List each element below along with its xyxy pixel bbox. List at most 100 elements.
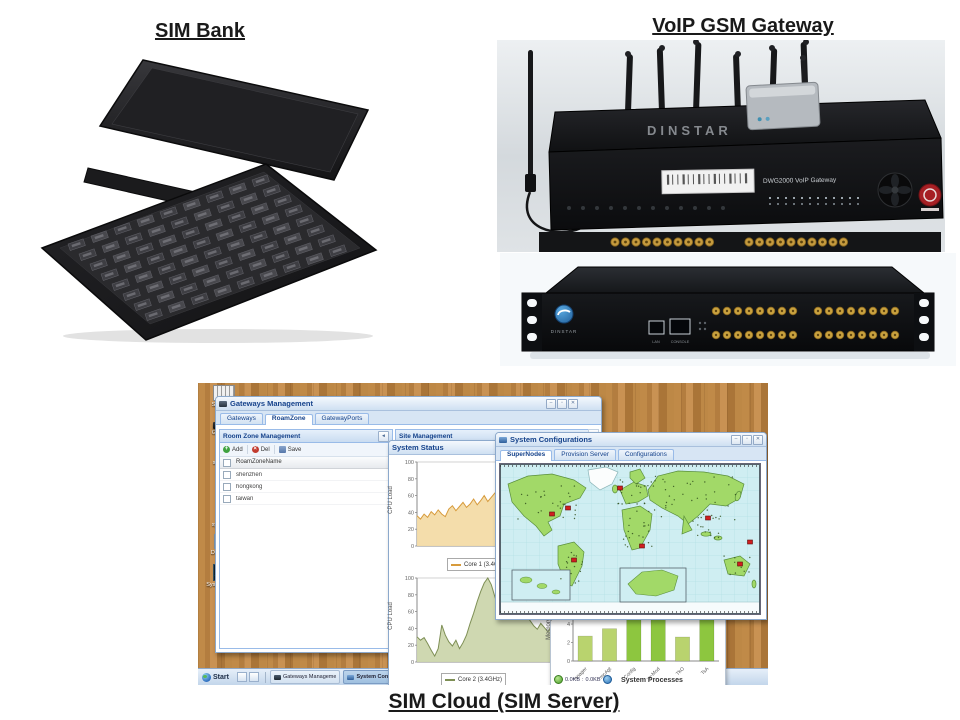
sim-cloud-title: SIM Cloud (SIM Server) (388, 690, 620, 713)
rack-sma-connectors (711, 306, 900, 340)
panel-title: Site Management (399, 432, 453, 440)
delete-icon: × (251, 446, 259, 453)
svg-text:40: 40 (408, 510, 414, 516)
voip-gsm-gateway-photo: DINSTAR DWG2000 VoIP Gateway (497, 39, 945, 252)
tab-gatewayports[interactable]: GatewayPorts (314, 413, 370, 424)
window-titlebar[interactable]: Gateways Management – ▫ ✕ (216, 397, 601, 411)
roamzone-cell: shenzhen (236, 471, 263, 478)
window-icon (219, 400, 227, 407)
sim-cloud-screenshot: SimBanks Gateways sysUsers smLog sysConf… (198, 383, 768, 685)
start-globe-icon (202, 672, 211, 682)
svg-text:4: 4 (567, 622, 570, 628)
save-button[interactable]: Save (287, 446, 302, 453)
rack-gateway-photo: DINSTAR LAN CONSOLE (500, 253, 956, 366)
add-icon: + (223, 446, 230, 453)
start-button[interactable]: Start (202, 672, 229, 682)
mounting-ears (522, 293, 934, 351)
table-row[interactable]: hongkong (220, 481, 392, 493)
config-task-icon (347, 674, 355, 680)
start-label: Start (213, 673, 229, 681)
city-dots (517, 475, 751, 584)
close-button[interactable]: ✕ (753, 434, 763, 445)
minimize-button[interactable]: – (731, 434, 741, 445)
core1-swatch (451, 563, 461, 566)
svg-text:100: 100 (405, 576, 414, 582)
map-insets (511, 567, 687, 603)
gateway-device-illustration: DINSTAR DWG2000 VoIP Gateway (525, 39, 944, 252)
sim-bank-title: SIM Bank (154, 20, 246, 42)
tab-supernodes[interactable]: SuperNodes (500, 450, 553, 461)
window-title: System Configurations (510, 435, 593, 444)
svg-text:40: 40 (408, 626, 414, 632)
row-checkbox[interactable] (223, 470, 231, 479)
separator: : (581, 676, 584, 683)
room-zone-toolbar: + Add × Del Save (220, 443, 392, 457)
quicklaunch-icon[interactable] (236, 672, 247, 682)
taskbar-item-gateways-management[interactable]: Gateways Manageme (269, 670, 341, 684)
tab-provision-server[interactable]: Provision Server (554, 449, 616, 460)
led-indicators (567, 197, 859, 210)
minimize-button[interactable]: – (546, 398, 556, 409)
row-checkbox[interactable] (223, 494, 231, 503)
sma-connectors (610, 237, 849, 247)
gateways-tabbar: Gateways RoamZone GatewayPorts (216, 411, 601, 425)
dinstar-badge-icon (918, 183, 942, 211)
world-map[interactable] (499, 463, 761, 615)
window-controls: – ▫ ✕ (545, 398, 578, 409)
svg-text:20: 20 (408, 643, 414, 649)
core2-legend: Core 2 (3.4GHz) (441, 673, 507, 685)
svg-text:60: 60 (408, 494, 414, 500)
tab-gateways[interactable]: Gateways (220, 413, 263, 424)
table-row[interactable]: taiwan (220, 493, 392, 505)
dinstar-brand-text: DINSTAR (647, 123, 732, 138)
refresh-icon[interactable] (602, 675, 612, 684)
window-title: Gateways Management (230, 399, 313, 408)
collapse-panel-button[interactable]: ◂ (378, 430, 389, 442)
tab-roamzone[interactable]: RoamZone (264, 414, 313, 425)
svg-text:TsA: TsA (700, 666, 711, 677)
window-titlebar[interactable]: System Configurations – ▫ ✕ (496, 433, 766, 447)
rack-brand-text: DINSTAR (551, 329, 577, 334)
svg-text:80: 80 (408, 593, 414, 599)
maximize-button[interactable]: ▫ (557, 398, 567, 409)
show-desktop-icon[interactable] (248, 672, 259, 682)
svg-text:0: 0 (411, 660, 414, 666)
panel-title: Room Zone Management (223, 432, 301, 440)
save-icon (278, 446, 286, 453)
task-label: System Configurat... (356, 674, 410, 680)
core1-legend-label: Core 1 (3.4GHz) (464, 561, 509, 568)
console-port-label: CONSOLE (671, 340, 690, 344)
column-roamzonename[interactable]: RoamZoneName (234, 457, 392, 468)
table-row[interactable]: shenzhen (220, 469, 392, 481)
core2-legend-label: Core 2 (3.4GHz) (458, 676, 503, 683)
row-checkbox[interactable] (223, 482, 231, 491)
svg-text:0: 0 (411, 544, 414, 550)
del-button[interactable]: Del (260, 446, 270, 453)
gateway-task-icon (273, 674, 281, 680)
window-title: System Status (392, 443, 444, 452)
fan-icon (877, 172, 913, 208)
sim-bank-photo (28, 52, 388, 344)
gateway-model-text: DWG2000 VoIP Gateway (763, 177, 837, 185)
roamzone-cell: hongkong (236, 483, 263, 490)
sim-bank-device-illustration (40, 59, 378, 343)
svg-text:0: 0 (567, 659, 570, 665)
roamzone-cell: taiwan (236, 495, 254, 502)
add-button[interactable]: Add (232, 446, 243, 453)
select-all-checkbox[interactable] (223, 458, 231, 467)
svg-text:2: 2 (567, 641, 570, 647)
close-button[interactable]: ✕ (568, 398, 578, 409)
continents (507, 466, 757, 589)
core2-swatch (445, 678, 455, 681)
svg-text:TkO: TkO (675, 666, 686, 677)
svg-text:20: 20 (408, 527, 414, 533)
net-up-value: 0.0KB (565, 676, 580, 683)
tab-configurations[interactable]: Configurations (617, 449, 674, 460)
maximize-button[interactable]: ▫ (742, 434, 752, 445)
svg-text:100: 100 (405, 460, 414, 466)
task-label: Gateways Manageme (282, 674, 337, 680)
room-zone-panel-header: Room Zone Management ◂ (220, 430, 392, 443)
gsm-module-illustration (745, 54, 821, 131)
barcode-label (661, 168, 755, 195)
